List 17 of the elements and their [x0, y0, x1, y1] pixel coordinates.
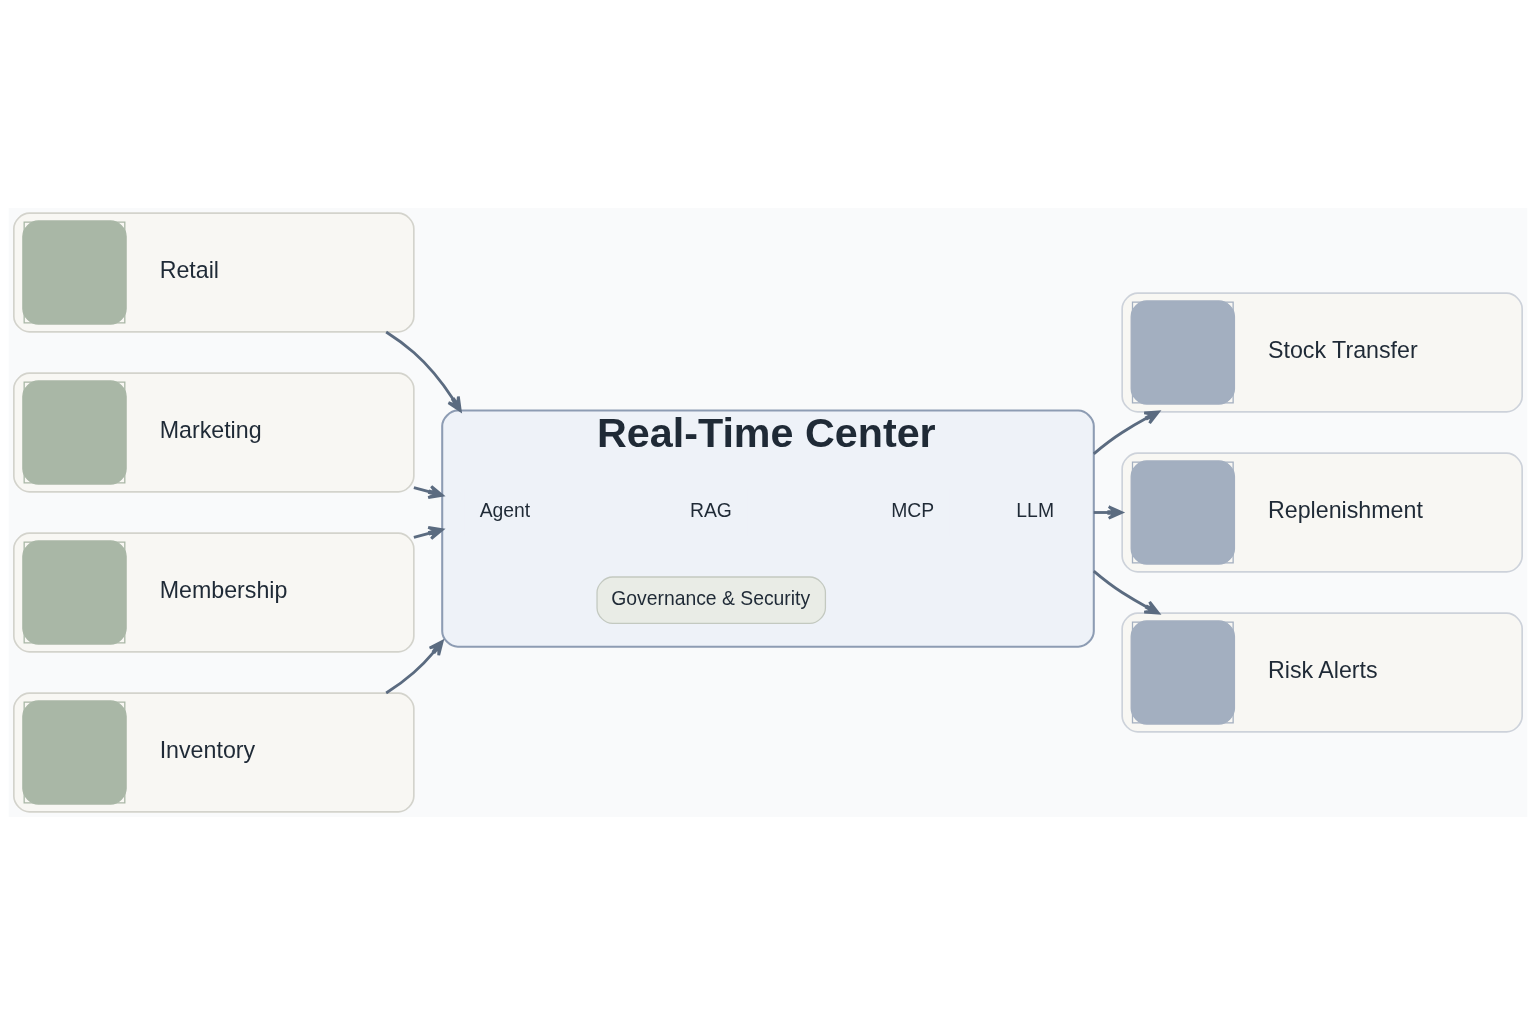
arrow: [385, 330, 462, 412]
node-box: Membership: [13, 531, 415, 653]
arrow: [1092, 410, 1160, 455]
node-box: Stock Transfer: [1121, 291, 1523, 413]
node-text: LLM: [1016, 498, 1055, 521]
arrow: [385, 639, 444, 694]
node-box: Governance & Security: [596, 575, 827, 624]
node-box: Replenishment: [1121, 451, 1523, 573]
arrow: [1092, 569, 1160, 614]
node-box: Inventory: [13, 691, 415, 813]
node-box: Risk Alerts: [1121, 611, 1523, 733]
arrow: [1093, 504, 1124, 520]
node-text: Agent: [479, 498, 531, 521]
node-box: Retail: [13, 211, 415, 333]
node-text: RAG: [689, 498, 732, 521]
node-box: Marketing: [13, 371, 415, 493]
node-text: MCP: [891, 498, 935, 521]
